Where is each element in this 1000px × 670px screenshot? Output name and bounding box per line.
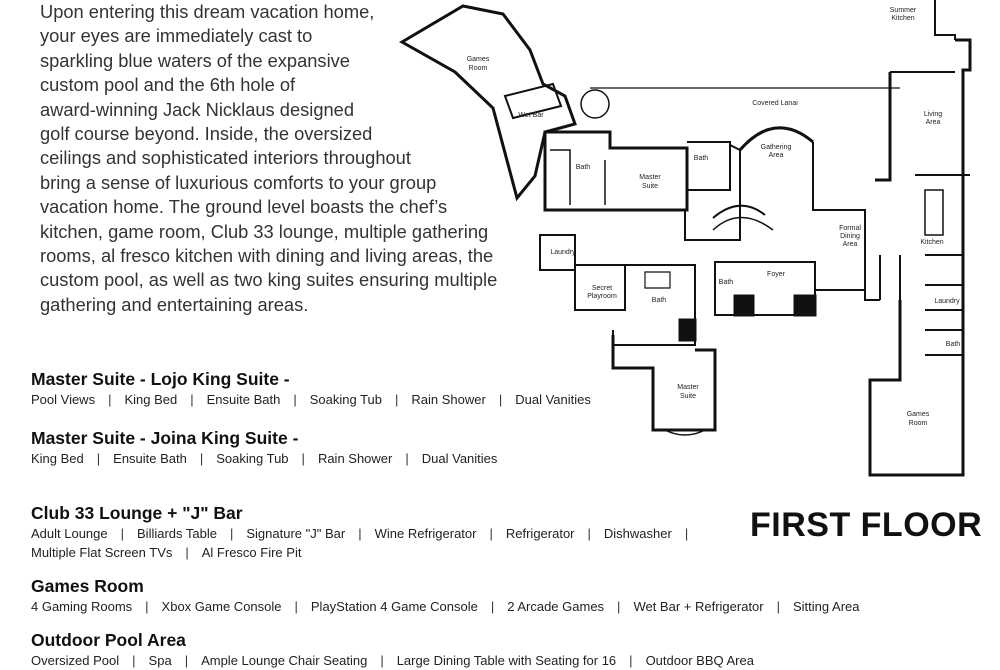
section-title: Club 33 Lounge + "J" Bar [31,503,243,523]
intro-line: gathering and entertaining areas. [40,293,309,315]
intro-line: Upon entering this dream vacation home, [40,1,375,22]
feature-item: Dual Vanities [515,392,591,407]
feature-item: Rain Shower [411,392,486,407]
intro-line: your eyes are immediately cast to [40,25,313,47]
feature-item: Outdoor BBQ Area [645,653,754,668]
plan-label-formal-dining: Formal [839,225,861,232]
feature-item: Wet Bar + Refrigerator [633,599,764,614]
plan-label-formal-dining: Area [843,241,858,248]
section-title: Master Suite - Joina King Suite - [31,428,299,448]
feature-item: Oversized Pool [31,653,120,668]
plan-label-summer-kitchen: Summer [890,7,917,14]
intro-paragraph: Upon entering this dream vacation home, … [40,0,520,317]
plan-label-master-suite-bottom: Suite [680,393,696,400]
plan-label-kitchen: Kitchen [920,239,943,246]
plan-label-games-room-top: Room [469,65,488,72]
plan-label-secret-playroom: Secret [592,285,612,292]
feature-line: Adult Lounge|Billiards Table|Signature "… [31,526,689,541]
feature-line: King Bed|Ensuite Bath|Soaking Tub|Rain S… [31,451,498,466]
feature-item: Rain Shower [317,451,393,466]
feature-line: Oversized Pool|Spa|Ample Lounge Chair Se… [31,653,754,668]
plan-label-summer-kitchen: Kitchen [891,15,914,22]
section-games-room: Games Room 4 Gaming Rooms|Xbox Game Cons… [31,575,860,616]
intro-line: bring a sense of luxurious comforts to y… [40,171,437,193]
feature-item: Soaking Tub [216,451,289,466]
feature-line: Multiple Flat Screen TVs|Al Fresco Fire … [31,545,302,560]
plan-label-formal-dining: Dining [840,233,860,240]
plan-label-gathering-area: Gathering [761,144,792,151]
plan-label-living-area: Area [926,119,941,126]
section-club-33-lounge: Club 33 Lounge + "J" Bar Adult Lounge|Bi… [31,502,701,562]
feature-item: Large Dining Table with Seating for 16 [396,653,617,668]
plan-label-master-suite-top: Master [639,174,661,181]
floor-plan: Summer Kitchen Games Room Covered Lanai … [399,0,972,477]
feature-line: 4 Gaming Rooms|Xbox Game Console|PlaySta… [31,599,860,614]
feature-item: Multiple Flat Screen TVs [31,545,173,560]
plan-label-bath-left: Bath [576,164,591,171]
plan-label-bath-lower: Bath [652,297,667,304]
plan-label-bath-small: Bath [719,279,734,286]
feature-item: Al Fresco Fire Pit [201,545,302,560]
feature-item: 2 Arcade Games [507,599,605,614]
intro-line: custom pool, as well as two king suites … [40,269,498,291]
feature-item: Adult Lounge [31,526,108,541]
plan-label-games-room-top: Games [467,56,490,63]
intro-line: vacation home. The ground level boasts t… [40,196,448,218]
feature-item: Signature "J" Bar [246,526,346,541]
plan-label-bath-right: Bath [946,341,961,348]
plan-label-games-room-bottom: Room [909,420,928,427]
feature-item: Ensuite Bath [113,451,187,466]
feature-item: 4 Gaming Rooms [31,599,133,614]
feature-item: Xbox Game Console [161,599,282,614]
plan-label-gathering-area: Area [769,152,784,159]
plan-label-covered-lanai: Covered Lanai [752,100,798,107]
section-joina-suite: Master Suite - Joina King Suite - King B… [31,427,497,468]
feature-item: Sitting Area [793,599,860,614]
intro-line: golf course beyond. Inside, the oversize… [40,123,373,145]
plan-label-master-suite-bottom: Master [677,384,699,391]
intro-line: kitchen, game room, Club 33 lounge, mult… [40,220,489,242]
plan-label-wet-bar: Wet Bar [518,112,544,119]
plan-label-games-room-bottom: Games [907,411,930,418]
section-title: Master Suite - Lojo King Suite - [31,369,290,389]
feature-item: Ensuite Bath [206,392,281,407]
feature-item: PlayStation 4 Game Console [310,599,478,614]
feature-item: Ample Lounge Chair Seating [201,653,368,668]
feature-item: Billiards Table [137,526,217,541]
feature-line: Pool Views|King Bed|Ensuite Bath|Soaking… [31,392,591,407]
feature-item: Dual Vanities [421,451,498,466]
plan-label-laundry-right: Laundry [934,298,960,305]
plan-label-master-suite-top: Suite [642,183,658,190]
plan-label-living-area: Living [924,111,942,118]
plan-label-foyer: Foyer [767,271,786,278]
plan-label-bath-mid: Bath [694,155,709,162]
intro-line: award-winning Jack Nicklaus designed [40,98,354,120]
section-title: Outdoor Pool Area [31,630,186,650]
feature-item: Wine Refrigerator [374,526,477,541]
section-title: Games Room [31,576,144,596]
intro-line: ceilings and sophisticated interiors thr… [40,147,411,169]
feature-item: Pool Views [31,392,96,407]
section-lojo-suite: Master Suite - Lojo King Suite - Pool Vi… [31,368,591,409]
feature-item: Refrigerator [505,526,575,541]
feature-item: Dishwasher [603,526,672,541]
intro-line: rooms, al fresco kitchen with dining and… [40,245,494,267]
intro-line: custom pool and the 6th hole of [40,74,296,96]
feature-item: King Bed [31,451,84,466]
section-outdoor-pool: Outdoor Pool Area Oversized Pool|Spa|Amp… [31,629,754,670]
intro-line: sparkling blue waters of the expansive [40,49,350,71]
feature-item: Soaking Tub [309,392,383,407]
plan-label-secret-playroom: Playroom [587,293,617,300]
feature-item: Spa [148,653,172,668]
plan-label-laundry-left: Laundry [550,249,576,256]
feature-item: King Bed [124,392,178,407]
floor-title: FIRST FLOOR [750,506,983,544]
